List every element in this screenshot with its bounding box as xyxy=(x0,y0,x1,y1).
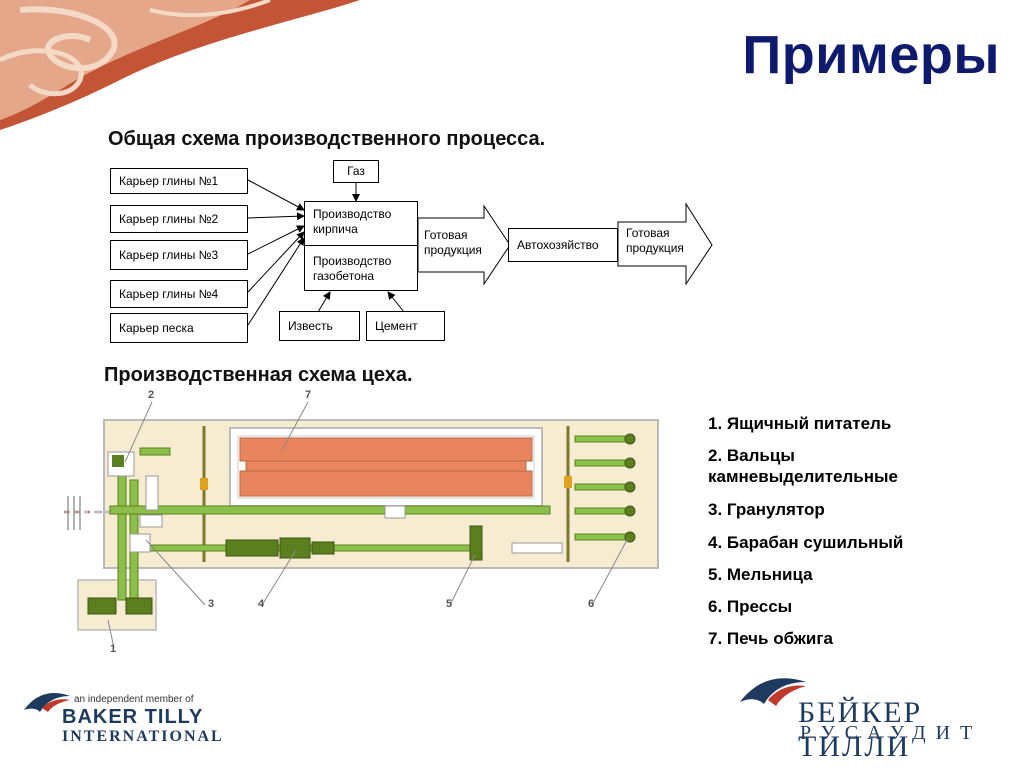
legend-item-7: 7. Печь обжига xyxy=(708,629,833,648)
legend-item-4: 4. Барабан сушильный xyxy=(708,533,904,552)
legend-item-6: 6. Прессы xyxy=(708,597,793,616)
gas-box: Газ xyxy=(333,160,379,183)
workshop-subtitle: Производственная схема цеха. xyxy=(104,364,413,386)
baker-tilly-bird-icon xyxy=(24,692,70,712)
legend-item-1: 1. Ящичный питатель xyxy=(708,414,892,433)
legend-item-5: 5. Мельница xyxy=(708,565,813,584)
logo-left-tagline: an independent member of xyxy=(74,694,194,705)
plan-label-7: 7 xyxy=(305,389,312,401)
finished-product-2-label: Готовая продукция xyxy=(626,226,684,255)
logo-left-name: BAKER TILLY xyxy=(62,706,204,728)
arrow-shape-finished-1 xyxy=(417,204,511,286)
kiln xyxy=(229,427,543,507)
source-clay-4: Карьер глины №4 xyxy=(110,280,248,308)
header-decoration xyxy=(0,0,360,130)
cement-box: Цемент xyxy=(366,311,445,341)
production-brick-box: Производство кирпича xyxy=(304,201,418,246)
plan-label-2: 2 xyxy=(148,389,155,401)
logo-left-sub: INTERNATIONAL xyxy=(62,728,224,745)
transport-box: Автохозяйство xyxy=(508,228,618,262)
workshop-plan xyxy=(64,401,659,649)
finished-product-1-label: Готовая продукция xyxy=(424,228,482,257)
plan-label-6: 6 xyxy=(588,598,595,610)
source-clay-3: Карьер глины №3 xyxy=(110,240,248,270)
logo-right-name: БЕЙКЕР ТИЛЛИ xyxy=(798,696,923,763)
plan-label-4: 4 xyxy=(258,598,265,610)
plan-label-5: 5 xyxy=(446,598,453,610)
production-aerated-box: Производство газобетона xyxy=(304,245,418,291)
legend-item-3: 3. Гранулятор xyxy=(708,500,825,519)
source-clay-1: Карьер глины №1 xyxy=(110,168,248,194)
plan-label-3: 3 xyxy=(208,598,215,610)
source-clay-2: Карьер глины №2 xyxy=(110,205,248,233)
plan-label-1: 1 xyxy=(110,643,117,655)
logo-right-sub: РУСАУДИТ xyxy=(800,722,983,744)
page-title: Примеры xyxy=(742,25,1000,85)
arrow-shape-finished-2 xyxy=(617,202,713,286)
source-sand: Карьер песка xyxy=(110,313,248,343)
lime-box: Известь xyxy=(279,311,360,341)
legend-item-2: 2. Вальцы камневыделительные xyxy=(708,446,898,486)
process-subtitle: Общая схема производственного процесса. xyxy=(108,128,546,150)
bt-rusaudit-bird-icon xyxy=(740,678,806,706)
